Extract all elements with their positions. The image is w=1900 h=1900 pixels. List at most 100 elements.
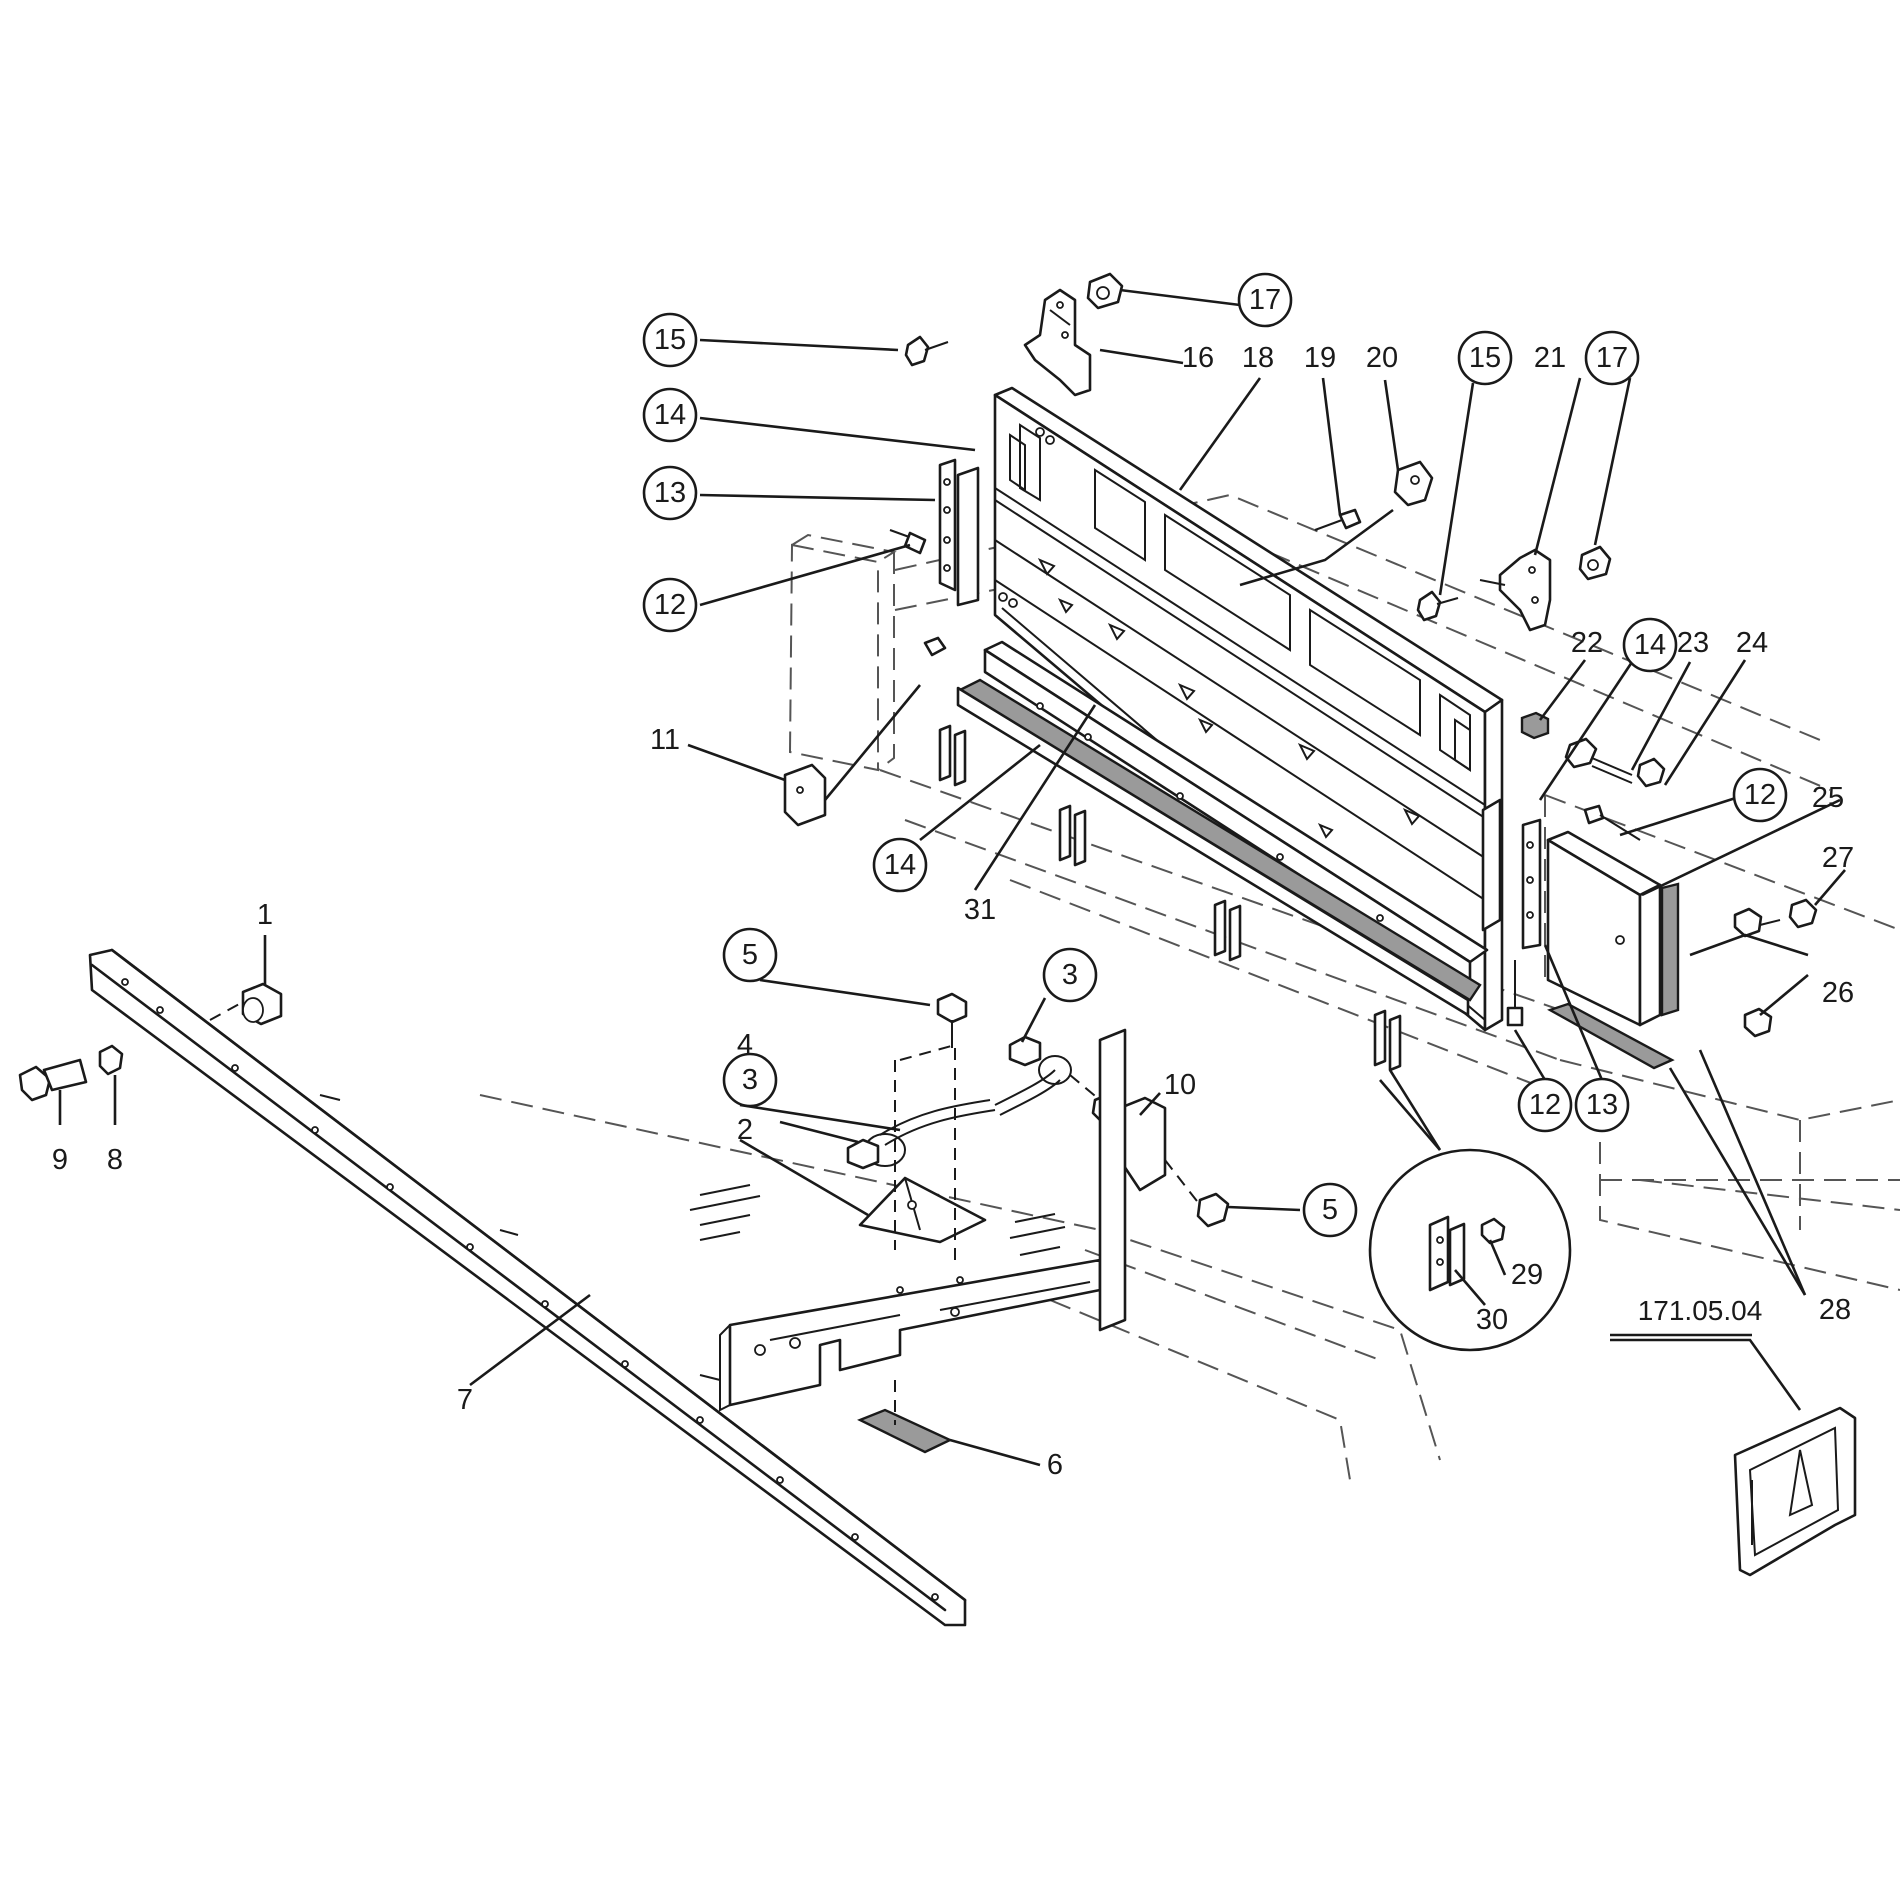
lower-frame bbox=[689, 992, 1230, 1454]
callout-12-right-top: 12 bbox=[1732, 767, 1788, 823]
reference-code: 171.05.04 bbox=[1610, 1295, 1763, 1337]
svg-text:5: 5 bbox=[742, 939, 758, 971]
svg-text:10: 10 bbox=[1164, 1069, 1196, 1101]
callout-14-right: 14 bbox=[1622, 617, 1678, 673]
svg-text:17: 17 bbox=[1596, 342, 1628, 374]
callout-9: 9 bbox=[52, 1144, 68, 1176]
latch-hardware-left bbox=[904, 272, 1124, 397]
callout-3-right: 3 bbox=[1042, 947, 1098, 1003]
svg-text:14: 14 bbox=[654, 399, 686, 431]
svg-text:3: 3 bbox=[1062, 959, 1078, 991]
svg-text:13: 13 bbox=[654, 477, 686, 509]
svg-text:9: 9 bbox=[52, 1144, 68, 1176]
body-hinge-brackets bbox=[938, 724, 1402, 1072]
svg-text:11: 11 bbox=[650, 724, 680, 756]
svg-text:12: 12 bbox=[1744, 779, 1776, 811]
callout-15-right: 15 bbox=[1457, 330, 1513, 386]
svg-text:5: 5 bbox=[1322, 1194, 1338, 1226]
latch-hardware-right bbox=[1416, 545, 1612, 632]
svg-text:18: 18 bbox=[1242, 342, 1274, 374]
tailgate-lower-rail bbox=[956, 640, 1489, 1017]
reference-part bbox=[1733, 1406, 1857, 1577]
right-hinge-plates bbox=[1481, 798, 1542, 1027]
lift-plate bbox=[783, 636, 947, 827]
stop-block bbox=[1520, 711, 1550, 740]
svg-text:23: 23 bbox=[1677, 627, 1709, 659]
callout-15-left: 15 bbox=[642, 312, 698, 368]
callout-13-right: 13 bbox=[1574, 1077, 1630, 1133]
callout-21: 21 bbox=[1534, 342, 1566, 374]
svg-text:2: 2 bbox=[737, 1114, 753, 1146]
svg-text:29: 29 bbox=[1511, 1259, 1543, 1291]
callout-6: 6 bbox=[1047, 1449, 1063, 1481]
callout-18: 18 bbox=[1242, 342, 1274, 374]
detail-magnifier bbox=[1368, 1148, 1572, 1352]
svg-text:16: 16 bbox=[1182, 342, 1214, 374]
callout-27: 27 bbox=[1822, 842, 1854, 874]
svg-text:25: 25 bbox=[1812, 782, 1844, 814]
callout-16: 16 bbox=[1182, 342, 1214, 374]
svg-text:21: 21 bbox=[1534, 342, 1566, 374]
callout-5-top: 5 bbox=[722, 927, 778, 983]
eye-bolt-set bbox=[1564, 737, 1666, 841]
sill-beam bbox=[88, 948, 967, 1627]
sill-hardware bbox=[18, 982, 283, 1102]
svg-text:7: 7 bbox=[457, 1384, 473, 1416]
callout-22: 22 bbox=[1571, 627, 1603, 659]
svg-text:4: 4 bbox=[737, 1029, 753, 1061]
callout-24: 24 bbox=[1736, 627, 1768, 659]
callout-14-bottom: 14 bbox=[872, 837, 928, 893]
callout-26: 26 bbox=[1822, 977, 1854, 1009]
callouts: 1 2 3 3 4 5 5 6 7 8 9 10 11 12 12 12 13 … bbox=[52, 272, 1854, 1481]
svg-text:14: 14 bbox=[884, 849, 916, 881]
callout-8: 8 bbox=[107, 1144, 123, 1176]
bracket-and-pin bbox=[1314, 460, 1434, 531]
svg-text:12: 12 bbox=[654, 589, 686, 621]
svg-text:31: 31 bbox=[964, 894, 996, 926]
svg-text:8: 8 bbox=[107, 1144, 123, 1176]
svg-text:17: 17 bbox=[1249, 284, 1281, 316]
callout-11: 11 bbox=[650, 724, 680, 756]
callout-25: 25 bbox=[1812, 782, 1844, 814]
svg-text:14: 14 bbox=[1634, 629, 1666, 661]
callout-28: 28 bbox=[1819, 1294, 1851, 1326]
callout-14-left: 14 bbox=[642, 387, 698, 443]
svg-text:6: 6 bbox=[1047, 1449, 1063, 1481]
svg-text:1: 1 bbox=[257, 899, 273, 931]
callout-12-right-bottom: 12 bbox=[1517, 1077, 1573, 1133]
leader-lines bbox=[58, 288, 1846, 1467]
svg-text:24: 24 bbox=[1736, 627, 1768, 659]
svg-text:28: 28 bbox=[1819, 1294, 1851, 1326]
svg-text:15: 15 bbox=[654, 324, 686, 356]
callout-13-left: 13 bbox=[642, 465, 698, 521]
reference-code-text: 171.05.04 bbox=[1638, 1295, 1763, 1326]
callout-1: 1 bbox=[257, 899, 273, 931]
svg-text:22: 22 bbox=[1571, 627, 1603, 659]
corner-bolts bbox=[1733, 898, 1818, 1038]
svg-text:19: 19 bbox=[1304, 342, 1336, 374]
callout-29: 29 bbox=[1511, 1259, 1543, 1291]
svg-text:13: 13 bbox=[1586, 1089, 1618, 1121]
svg-text:3: 3 bbox=[742, 1064, 758, 1096]
left-hinge-plates bbox=[889, 458, 980, 607]
svg-text:15: 15 bbox=[1469, 342, 1501, 374]
callout-10: 10 bbox=[1164, 1069, 1196, 1101]
svg-text:27: 27 bbox=[1822, 842, 1854, 874]
callout-2: 2 bbox=[737, 1114, 753, 1146]
svg-text:20: 20 bbox=[1366, 342, 1398, 374]
callout-3-left: 3 bbox=[722, 1052, 778, 1108]
callout-17-left: 17 bbox=[1237, 272, 1293, 328]
callout-12-left: 12 bbox=[642, 577, 698, 633]
svg-text:26: 26 bbox=[1822, 977, 1854, 1009]
callout-20: 20 bbox=[1366, 342, 1398, 374]
callout-30: 30 bbox=[1476, 1304, 1508, 1336]
callout-17-right: 17 bbox=[1584, 330, 1640, 386]
callout-23: 23 bbox=[1677, 627, 1709, 659]
callout-4: 4 bbox=[737, 1029, 753, 1061]
callout-19: 19 bbox=[1304, 342, 1336, 374]
corner-cap-assembly bbox=[1546, 830, 1680, 1070]
svg-text:12: 12 bbox=[1529, 1089, 1561, 1121]
svg-text:30: 30 bbox=[1476, 1304, 1508, 1336]
callout-5-right: 5 bbox=[1302, 1182, 1358, 1238]
